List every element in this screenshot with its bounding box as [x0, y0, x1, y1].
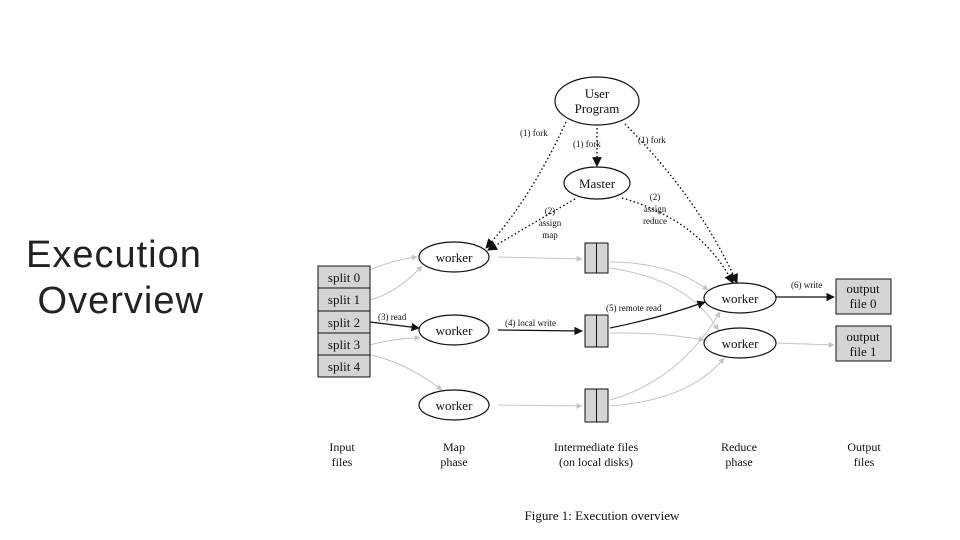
edge-remote-read — [609, 300, 706, 329]
figure-caption: Figure 1: Execution overview — [525, 508, 680, 523]
fork-label-center: (1) fork — [573, 139, 601, 149]
edge-disk3-to-reduce-worker-2 — [609, 357, 725, 407]
edge-disk2-to-reduce-worker-2 — [609, 332, 705, 342]
assign-map-label-1: (2) — [545, 206, 556, 216]
output-file-0-label-1: output — [846, 281, 880, 296]
user-program-label-2: Program — [575, 101, 620, 116]
phase-map-line-2: phase — [440, 455, 467, 469]
master-node: Master — [563, 166, 631, 200]
user-program-node: User Program — [554, 76, 640, 126]
edge-map-worker-3-to-disk-3 — [497, 402, 583, 409]
map-worker-2-label: worker — [436, 323, 473, 338]
output-file-0: output file 0 — [835, 278, 892, 315]
edge-split3-to-map-worker-2 — [369, 335, 421, 346]
edge-map-worker-1-to-disk-1 — [497, 255, 583, 262]
phase-reduce-line-1: Reduce — [721, 440, 757, 454]
write-label: (6) write — [791, 280, 822, 290]
fork-label-left: (1) fork — [520, 128, 548, 138]
split-2: split 2 — [328, 315, 360, 330]
edge-split4-to-map-worker-3 — [369, 354, 443, 391]
phase-input-line-1: Input — [329, 440, 355, 454]
remote-read-label: (5) remote read — [606, 303, 662, 313]
assign-reduce-label-3: reduce — [643, 216, 667, 226]
map-worker-1-label: worker — [436, 250, 473, 265]
edge-master-assign-reduce — [621, 197, 734, 284]
edge-labels: (1) fork (1) fork (1) fork (2) assign ma… — [378, 128, 822, 328]
reduce-worker-2: worker — [703, 327, 777, 359]
edge-disk1-to-reduce-worker-2 — [609, 267, 719, 331]
split-0: split 0 — [328, 270, 360, 285]
input-files: split 0 split 1 split 2 split 3 split 4 — [317, 265, 371, 378]
assign-map-label-3: map — [542, 230, 558, 240]
intermediate-file-1 — [584, 242, 609, 274]
slide-title-line-2: Overview — [26, 280, 204, 322]
phase-output-line-2: files — [854, 455, 875, 469]
intermediate-file-3 — [584, 388, 609, 423]
edge-disk1-to-reduce-worker-1 — [609, 261, 709, 291]
edge-local-write — [497, 326, 583, 336]
edge-fork-to-reduce-worker — [624, 123, 738, 284]
phase-intermediate-line-2: (on local disks) — [559, 455, 633, 469]
output-file-1-label-1: output — [846, 329, 880, 344]
phase-labels: Input files Map phase Intermediate files… — [329, 440, 881, 469]
map-worker-3-label: worker — [436, 398, 473, 413]
solid-edges — [369, 292, 835, 336]
phase-reduce-line-2: phase — [725, 455, 752, 469]
phase-intermediate-line-1: Intermediate files — [554, 440, 639, 454]
assign-map-label-2: assign — [539, 218, 562, 228]
fork-label-right: (1) fork — [638, 135, 666, 145]
map-worker-2: worker — [418, 314, 490, 346]
edge-split1-to-map-worker-1 — [369, 265, 423, 301]
edge-master-assign-map — [487, 198, 576, 251]
phase-map-line-1: Map — [443, 440, 465, 454]
map-worker-3: worker — [418, 389, 490, 421]
phase-input-line-2: files — [332, 455, 353, 469]
output-file-1: output file 1 — [835, 325, 892, 362]
edge-disk3-to-reduce-worker-1 — [609, 311, 721, 401]
edge-reduce-worker-2-to-output-1 — [775, 341, 835, 348]
edge-fork-to-map-worker — [485, 121, 567, 249]
faint-edges — [369, 254, 835, 409]
split-4: split 4 — [328, 359, 361, 374]
intermediate-file-2 — [584, 314, 609, 348]
local-write-label: (4) local write — [505, 318, 556, 328]
control-edges — [485, 121, 738, 284]
slide-title: Execution Overview — [26, 232, 204, 324]
output-file-0-label-2: file 0 — [849, 296, 876, 311]
slide-title-line-1: Execution — [26, 234, 202, 276]
edge-split0-to-map-worker-1 — [369, 254, 418, 271]
master-label: Master — [579, 176, 616, 191]
read-label: (3) read — [378, 312, 407, 322]
reduce-worker-1: worker — [703, 282, 777, 314]
reduce-worker-2-label: worker — [722, 336, 759, 351]
phase-output-line-1: Output — [847, 440, 881, 454]
split-3: split 3 — [328, 337, 360, 352]
reduce-worker-1-label: worker — [722, 291, 759, 306]
split-1: split 1 — [328, 292, 360, 307]
assign-reduce-label-1: (2) — [650, 192, 661, 202]
edge-split2-read — [369, 321, 420, 332]
output-file-1-label-2: file 1 — [849, 344, 876, 359]
user-program-label-1: User — [585, 86, 610, 101]
assign-reduce-label-2: assign — [644, 204, 667, 214]
map-worker-1: worker — [418, 241, 490, 273]
